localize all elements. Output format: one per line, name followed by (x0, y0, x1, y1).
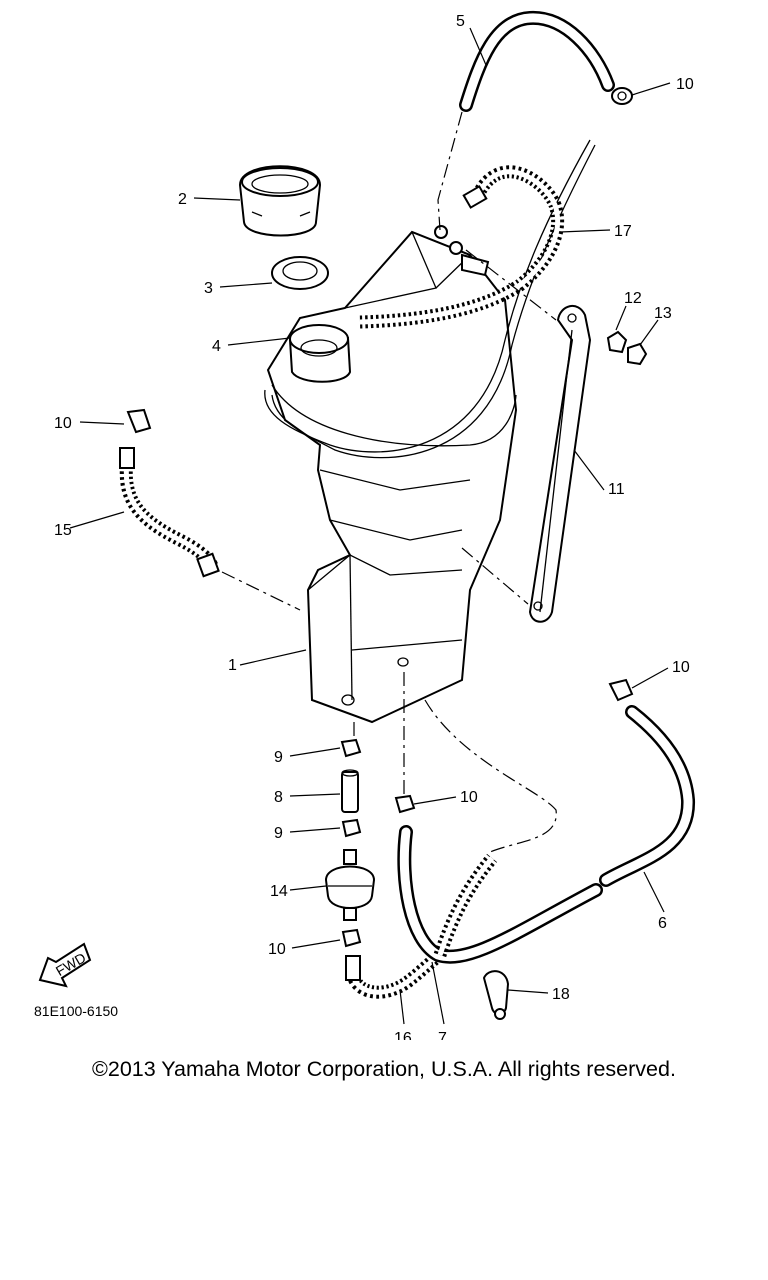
part-8-pipe[interactable] (341, 769, 359, 813)
part-12-washer[interactable] (606, 330, 628, 354)
callout-9-upper: 9 (274, 749, 283, 766)
part-13-nut[interactable] (627, 342, 648, 366)
assembly-lines (221, 111, 557, 853)
part-9-clip-upper[interactable] (340, 738, 362, 758)
part-10-clip-right[interactable] (608, 678, 634, 702)
callout-10-top: 10 (676, 76, 694, 93)
part-17-breather-hose[interactable] (359, 165, 565, 329)
part-14-fuel-filter[interactable] (324, 849, 376, 921)
parts-diagram: FWD 5 10 2 3 4 17 12 13 10 15 11 1 10 9 (34, 10, 696, 1040)
part-7-hose[interactable] (397, 825, 603, 964)
callout-4: 4 (212, 338, 221, 355)
part-9-clip-lower[interactable] (341, 818, 362, 838)
callout-13: 13 (654, 305, 672, 322)
part-10-clip-left[interactable] (126, 408, 152, 434)
diagram-code: 81E100-6150 (34, 1003, 118, 1019)
callout-10-filter: 10 (268, 941, 286, 958)
callout-10-right: 10 (672, 659, 690, 676)
callout-10-center: 10 (460, 789, 478, 806)
leader-lines (69, 27, 671, 1025)
copyright-notice: ©2013 Yamaha Motor Corporation, U.S.A. A… (92, 1057, 676, 1081)
part-10-clip-top[interactable] (611, 87, 633, 105)
callout-8: 8 (274, 789, 283, 806)
part-18-clamp[interactable] (482, 970, 510, 1020)
callout-7: 7 (438, 1030, 447, 1040)
callout-9-lower: 9 (274, 825, 283, 842)
callout-18: 18 (552, 986, 570, 1003)
callout-17: 17 (614, 223, 632, 240)
part-3-gasket[interactable] (271, 256, 329, 290)
part-10-clip-filter[interactable] (341, 928, 362, 948)
callout-10-left: 10 (54, 415, 72, 432)
callout-5: 5 (456, 13, 465, 30)
callout-3: 3 (204, 280, 213, 297)
callout-2: 2 (178, 191, 187, 208)
callout-16: 16 (394, 1030, 412, 1040)
part-10-clip-center[interactable] (394, 794, 416, 814)
callout-14: 14 (270, 883, 288, 900)
callout-15: 15 (54, 522, 72, 539)
part-5-hose[interactable] (459, 10, 615, 112)
callout-6: 6 (658, 915, 667, 932)
part-1-fuel-tank[interactable] (264, 139, 596, 724)
callout-1: 1 (228, 657, 237, 674)
part-2-fuel-cap[interactable] (238, 165, 322, 237)
part-6-hose[interactable] (599, 705, 696, 887)
part-15-hose[interactable] (119, 447, 220, 578)
part-16-hose[interactable] (345, 949, 444, 999)
callout-12: 12 (624, 290, 642, 307)
callout-11: 11 (608, 481, 625, 498)
forward-arrow-icon: FWD (38, 942, 92, 988)
part-11-tank-band[interactable] (528, 305, 592, 623)
